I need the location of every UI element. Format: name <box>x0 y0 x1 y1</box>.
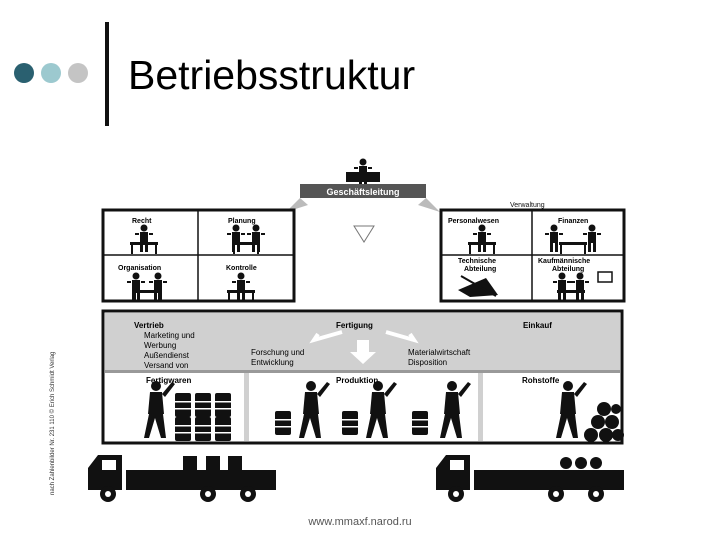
header-bar <box>300 184 426 198</box>
director-figure <box>346 158 380 186</box>
label-organisation: Organisation <box>118 265 161 272</box>
slide-title: Betriebsstruktur <box>128 52 416 98</box>
label-produktion: Produktion <box>336 376 378 385</box>
label-technische: Technische <box>458 258 496 265</box>
left-admin-panel: Recht Planung Organisation Kontrolle <box>101 208 296 303</box>
material-line-1: Materialwirtschaft <box>408 348 471 357</box>
label-personalwesen: Personalwesen <box>448 218 499 225</box>
truck-right <box>436 455 624 502</box>
right-admin-panel: Personalwesen Finanzen Technische Abteil… <box>439 208 626 303</box>
label-recht: Recht <box>132 218 152 225</box>
label-fertigung: Fertigung <box>336 321 373 330</box>
label-kaufmaennische: Kaufmännische <box>538 258 590 265</box>
arrow-to-produktion <box>350 340 376 364</box>
label-fertigwaren: Fertigwaren <box>146 376 191 385</box>
header-label: Geschäftsleitung <box>326 187 399 197</box>
decorative-dots <box>14 63 94 87</box>
vertrieb-item-4: Versand von <box>144 361 188 370</box>
credit-text: nach Zahlenbilder Nr. 231 110 © Erich Sc… <box>49 352 56 495</box>
arrow-to-material <box>385 330 419 344</box>
label-einkauf: Einkauf <box>523 321 552 330</box>
title-divider <box>105 22 109 126</box>
forschung-line-2: Entwicklung <box>251 358 294 367</box>
material-line-2: Disposition <box>408 358 447 367</box>
label-finanzen: Finanzen <box>558 218 588 225</box>
label-rohstoffe: Rohstoffe <box>522 376 560 385</box>
vertrieb-item-3: Außendienst <box>144 351 190 360</box>
label-planung: Planung <box>228 218 256 225</box>
production-area: Vertrieb Marketing und Werbung Außendien… <box>101 309 624 445</box>
footer-url: www.mmaxf.narod.ru <box>308 516 412 528</box>
forschung-line-1: Forschung und <box>251 348 304 357</box>
vertrieb-item-1: Marketing und <box>144 331 195 340</box>
dot-gray <box>68 63 88 83</box>
arrow-down <box>353 225 375 243</box>
label-technische-abt: Abteilung <box>464 266 496 273</box>
verwaltung-label: Verwaltung <box>510 202 545 209</box>
arrow-right <box>418 198 440 212</box>
arrow-to-forschung <box>309 330 343 344</box>
organization-diagram: nach Zahlenbilder Nr. 231 110 © Erich Sc… <box>49 158 626 502</box>
label-vertrieb: Vertrieb <box>134 321 164 330</box>
label-kaufmaennische-abt: Abteilung <box>552 266 584 273</box>
label-kontrolle: Kontrolle <box>226 265 257 272</box>
vertrieb-item-2: Werbung <box>144 341 176 350</box>
dot-teal <box>41 63 61 83</box>
dot-dark <box>14 63 34 83</box>
truck-left <box>88 455 276 502</box>
raw-material-stack <box>584 402 624 442</box>
